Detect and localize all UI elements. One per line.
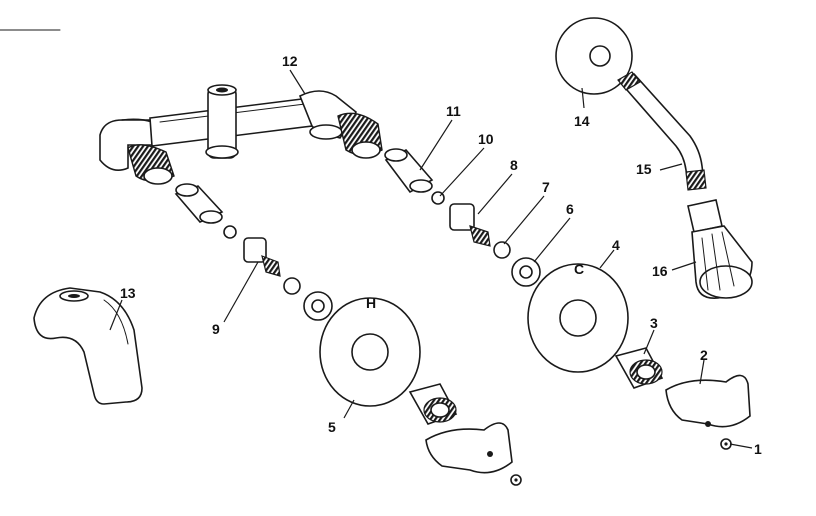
right-stem-sleeve xyxy=(614,347,664,389)
callout-2: 2 xyxy=(700,347,708,363)
cold-stamp: C xyxy=(574,261,584,277)
callout-15: 15 xyxy=(636,161,652,177)
callout-7: 7 xyxy=(542,179,550,195)
left-washer xyxy=(223,225,237,239)
callout-13: 13 xyxy=(120,285,136,301)
left-handle xyxy=(425,422,513,474)
callout-10: 10 xyxy=(478,131,494,147)
shower-head xyxy=(687,199,753,299)
callout-11: 11 xyxy=(446,103,461,119)
right-valve-stem xyxy=(449,203,491,247)
hot-stamp: H xyxy=(366,295,376,311)
callout-3: 3 xyxy=(650,315,658,331)
left-handle-screw xyxy=(510,474,522,486)
callout-1: 1 xyxy=(754,441,762,457)
callout-6: 6 xyxy=(566,201,574,217)
right-handle xyxy=(665,374,751,428)
callout-4: 4 xyxy=(612,237,620,253)
callout-5: 5 xyxy=(328,419,336,435)
left-seat-washer xyxy=(283,277,301,295)
left-bonnet-nut xyxy=(303,291,333,321)
right-seat-washer xyxy=(493,241,511,259)
shower-flange xyxy=(555,17,633,95)
left-stem-sleeve xyxy=(408,383,458,425)
right-bonnet-nut xyxy=(511,257,541,287)
callout-16: 16 xyxy=(652,263,668,279)
tub-spout xyxy=(33,287,143,405)
callout-9: 9 xyxy=(212,321,220,337)
callout-14: 14 xyxy=(574,113,590,129)
left-stem-extension xyxy=(174,183,224,224)
leader-lines xyxy=(109,69,753,449)
valve-body-manifold xyxy=(99,84,383,185)
right-handle-screw xyxy=(720,438,732,450)
shower-arm xyxy=(617,71,707,191)
right-escutcheon-flange: C xyxy=(527,261,629,373)
callout-8: 8 xyxy=(510,157,518,173)
left-valve-stem xyxy=(243,237,281,277)
callout-12: 12 xyxy=(282,53,298,69)
right-stem-extension xyxy=(384,148,434,194)
callout-labels: 12 11 10 8 7 6 4 3 2 1 5 9 13 14 15 16 xyxy=(120,53,762,457)
left-escutcheon-flange: H xyxy=(319,295,421,407)
